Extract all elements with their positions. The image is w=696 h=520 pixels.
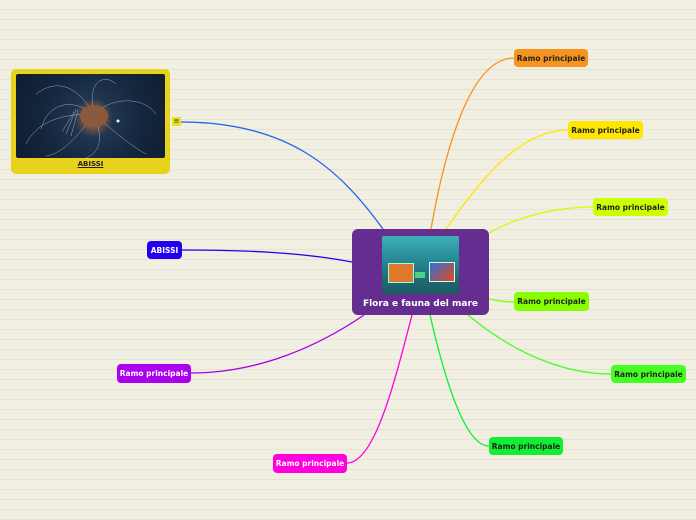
image-topic-abissi[interactable]: ABISSI (11, 69, 170, 174)
branch-node-magenta[interactable]: Ramo principale (273, 454, 347, 473)
branch-node-purple[interactable]: Ramo principale (117, 364, 191, 383)
branch-node-lime[interactable]: Ramo principale (593, 198, 668, 216)
sea-reef-collage-image (382, 236, 459, 294)
image-topic-caption: ABISSI (77, 160, 104, 168)
branch-node-green[interactable]: Ramo principale (611, 365, 686, 383)
deep-sea-jellyfish-image (16, 74, 165, 158)
branch-node-orange[interactable]: Ramo principale (514, 49, 588, 67)
note-icon[interactable]: ≡ (172, 117, 181, 126)
branch-node-yellow-green[interactable]: Ramo principale (514, 292, 589, 311)
central-topic-title: Flora e fauna del mare (362, 299, 479, 309)
branch-node-bright-green[interactable]: Ramo principale (489, 437, 563, 455)
branch-node-yellow[interactable]: Ramo principale (568, 121, 643, 139)
central-topic[interactable]: Flora e fauna del mare (352, 229, 489, 315)
branch-node-abissi[interactable]: ABISSI (147, 241, 182, 259)
